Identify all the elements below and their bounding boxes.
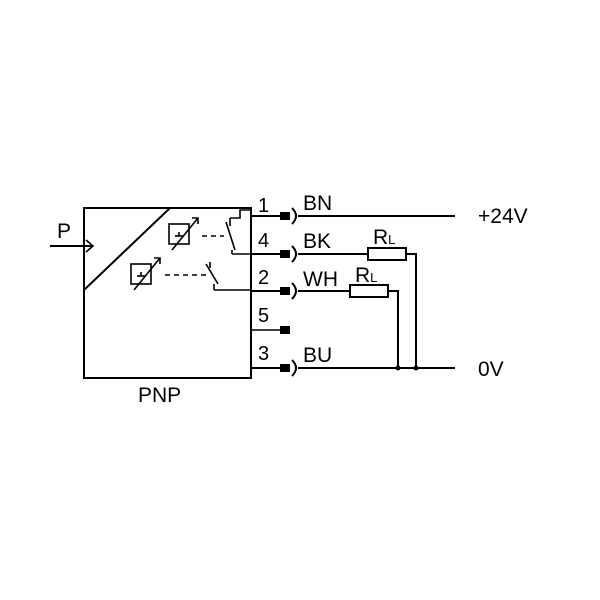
load-resistor-icon xyxy=(367,247,407,261)
wire-label: BK xyxy=(303,230,331,253)
connector-icon xyxy=(251,245,297,263)
wire-label: BN xyxy=(303,192,332,215)
input-arrow-icon xyxy=(85,239,95,253)
wire-label: BU xyxy=(303,344,332,367)
adjustable-comparator-icon xyxy=(168,217,199,251)
pressure-input: P xyxy=(50,220,95,253)
connector-icon xyxy=(251,359,297,377)
ground-rail-label: 0V xyxy=(478,358,504,381)
connector-icon xyxy=(280,326,290,334)
pin-number: 1 xyxy=(258,195,269,217)
pin-number: 2 xyxy=(258,267,269,289)
sensor-body: PNP xyxy=(83,207,252,407)
switch-contact-icon xyxy=(225,218,236,254)
connector-icon xyxy=(251,207,297,225)
sensor-type-label: PNP xyxy=(138,384,181,407)
positive-rail-label: +24V xyxy=(478,205,528,228)
load-label: RL xyxy=(355,264,377,287)
pin-number: 5 xyxy=(258,305,269,327)
input-label: P xyxy=(57,220,71,243)
pin-number: 4 xyxy=(258,230,269,252)
adjustable-comparator-icon xyxy=(130,257,161,291)
pin-number: 3 xyxy=(258,343,269,365)
wire-label: WH xyxy=(303,268,338,291)
connector-icon xyxy=(251,282,297,300)
switch-contact-icon xyxy=(205,262,219,290)
load-label: RL xyxy=(373,226,395,249)
